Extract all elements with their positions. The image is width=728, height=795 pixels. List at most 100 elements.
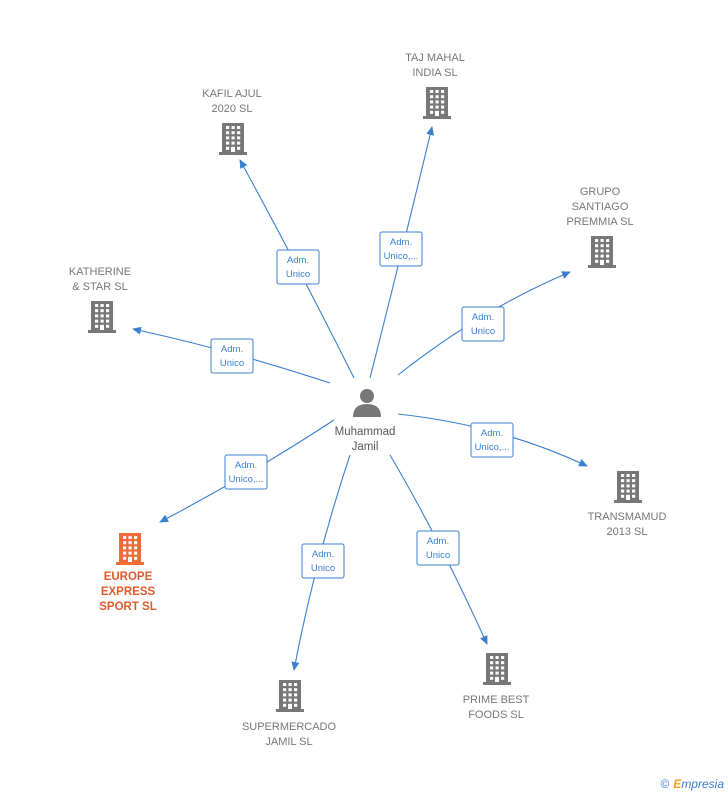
role-badge-line: Unico,... bbox=[475, 442, 510, 453]
role-badge-box bbox=[276, 249, 320, 285]
role-badge-line: Adm. bbox=[427, 536, 449, 547]
edge-prime-best[interactable]: Adm. Unico bbox=[389, 454, 488, 645]
role-badge-line: Adm. bbox=[287, 255, 309, 266]
company-label-line: TAJ MAHAL bbox=[405, 52, 465, 64]
company-label: SUPERMERCADO JAMIL SL bbox=[242, 721, 337, 748]
company-label: KAFIL AJUL 2020 SL bbox=[202, 88, 262, 115]
company-label-line: EXPRESS bbox=[101, 586, 156, 598]
company-node-supermercado-jamil[interactable]: SUPERMERCADO JAMIL SL bbox=[242, 680, 337, 748]
edge-transmamud[interactable]: Adm. Unico,... bbox=[397, 413, 588, 467]
role-badge-box bbox=[210, 338, 254, 374]
role-badge-line: Adm. bbox=[390, 237, 412, 248]
edge-kafil-ajul[interactable]: Adm. Unico bbox=[239, 159, 355, 379]
company-label-line: PRIME BEST bbox=[463, 694, 530, 706]
role-badge-box bbox=[301, 543, 345, 579]
role-badge-text: Adm. Unico bbox=[426, 536, 450, 561]
company-label-line: 2013 SL bbox=[607, 526, 648, 538]
role-badge-line: Adm. bbox=[235, 460, 257, 471]
role-badge-line: Unico bbox=[426, 550, 450, 561]
company-label-line: EUROPE bbox=[104, 571, 153, 583]
role-badge-line: Unico,... bbox=[384, 251, 419, 262]
role-badge-line: Unico,... bbox=[229, 474, 264, 485]
company-label-line: PREMMIA SL bbox=[566, 216, 633, 228]
company-label-line: SUPERMERCADO bbox=[242, 721, 337, 733]
company-label-line: SPORT SL bbox=[99, 601, 157, 613]
building-icon bbox=[116, 533, 144, 565]
company-node-kafil-ajul[interactable]: KAFIL AJUL 2020 SL bbox=[202, 88, 262, 155]
role-badge-box bbox=[470, 422, 514, 458]
building-icon bbox=[483, 653, 511, 685]
role-badge-text: Adm. Unico bbox=[471, 312, 495, 337]
building-icon bbox=[588, 236, 616, 268]
role-badge-text: Adm. Unico,... bbox=[475, 428, 510, 453]
building-icon bbox=[88, 301, 116, 333]
company-label: KATHERINE & STAR SL bbox=[69, 266, 131, 293]
company-label-line: FOODS SL bbox=[468, 709, 524, 721]
copyright-symbol: © bbox=[660, 777, 670, 791]
role-badge-box bbox=[224, 454, 268, 490]
edge-europe-express[interactable]: Adm. Unico,... bbox=[159, 419, 335, 523]
edge-taj-mahal[interactable]: Adm. Unico,... bbox=[369, 126, 435, 379]
role-badge-line: Adm. bbox=[472, 312, 494, 323]
building-icon bbox=[276, 680, 304, 712]
role-badge[interactable]: Adm.Unico bbox=[210, 338, 254, 374]
company-label-line: INDIA SL bbox=[412, 67, 457, 79]
role-badge-text: Adm.Unico bbox=[311, 549, 335, 574]
role-badge[interactable]: Adm.Unico bbox=[301, 543, 345, 579]
role-badge[interactable]: Adm. Unico bbox=[416, 530, 460, 566]
company-label: TRANSMAMUD 2013 SL bbox=[588, 511, 667, 538]
company-node-grupo-santiago[interactable]: GRUPO SANTIAGO PREMMIA SL bbox=[566, 186, 634, 268]
edge-supermercado-jamil[interactable]: Adm.Unico bbox=[291, 454, 351, 671]
role-badge-line: Unico bbox=[286, 269, 310, 280]
role-badge-text: Adm. Unico,... bbox=[229, 460, 264, 485]
footer-brand: ©Empresia bbox=[660, 777, 724, 791]
role-badge-line: Adm. bbox=[481, 428, 503, 439]
role-badge[interactable]: Adm. Unico bbox=[276, 249, 320, 285]
person-name-line: Muhammad bbox=[335, 426, 396, 438]
company-node-katherine-star[interactable]: KATHERINE & STAR SL bbox=[69, 266, 131, 333]
edge-katherine-star[interactable]: Adm.Unico bbox=[132, 326, 331, 384]
company-label: EUROPE EXPRESS SPORT SL bbox=[99, 571, 157, 613]
company-label: TAJ MAHAL INDIA SL bbox=[405, 52, 465, 79]
company-label-line: KATHERINE bbox=[69, 266, 131, 278]
company-label-line: KAFIL AJUL bbox=[202, 88, 262, 100]
role-badge-text: Adm. Unico bbox=[286, 255, 310, 280]
company-node-europe-express[interactable]: EUROPE EXPRESS SPORT SL bbox=[99, 533, 157, 613]
building-icon bbox=[614, 471, 642, 503]
company-node-taj-mahal[interactable]: TAJ MAHAL INDIA SL bbox=[405, 52, 465, 119]
role-badge-line: Unico bbox=[471, 326, 495, 337]
role-badge-text: Adm.Unico bbox=[220, 344, 244, 369]
company-label-line: TRANSMAMUD bbox=[588, 511, 667, 523]
building-icon bbox=[423, 87, 451, 119]
company-node-transmamud[interactable]: TRANSMAMUD 2013 SL bbox=[588, 471, 667, 538]
role-badge-line: Unico bbox=[220, 358, 244, 369]
company-label-line: & STAR SL bbox=[72, 281, 127, 293]
company-label: GRUPO SANTIAGO PREMMIA SL bbox=[566, 186, 633, 228]
edges-layer: Adm.Unico,...Adm.UnicoAdm.UnicoAdm.Unico… bbox=[132, 126, 588, 671]
role-badge-box bbox=[416, 530, 460, 566]
person-name-line: Jamil bbox=[352, 441, 379, 453]
brand-name: mpresia bbox=[681, 777, 724, 791]
role-badge-text: Adm. Unico,... bbox=[384, 237, 419, 262]
edge-grupo-santiago[interactable]: Adm. Unico bbox=[397, 271, 571, 376]
brand-initial: E bbox=[673, 777, 682, 791]
person-icon bbox=[353, 389, 381, 417]
role-badge-box bbox=[461, 306, 505, 342]
company-label-line: 2020 SL bbox=[212, 103, 253, 115]
company-node-prime-best[interactable]: PRIME BEST FOODS SL bbox=[463, 653, 530, 721]
role-badge[interactable]: Adm. Unico,... bbox=[470, 422, 514, 458]
role-badge[interactable]: Adm. Unico bbox=[461, 306, 505, 342]
company-label-line: SANTIAGO bbox=[572, 201, 629, 213]
role-badge[interactable]: Adm. Unico,... bbox=[224, 454, 268, 490]
company-label-line: JAMIL SL bbox=[265, 736, 312, 748]
company-label-line: GRUPO bbox=[580, 186, 621, 198]
company-label: PRIME BEST FOODS SL bbox=[463, 694, 530, 721]
role-badge[interactable]: Adm. Unico,... bbox=[379, 231, 423, 267]
role-badge-box bbox=[379, 231, 423, 267]
role-badge-line: Unico bbox=[311, 563, 335, 574]
building-icon bbox=[219, 123, 247, 155]
